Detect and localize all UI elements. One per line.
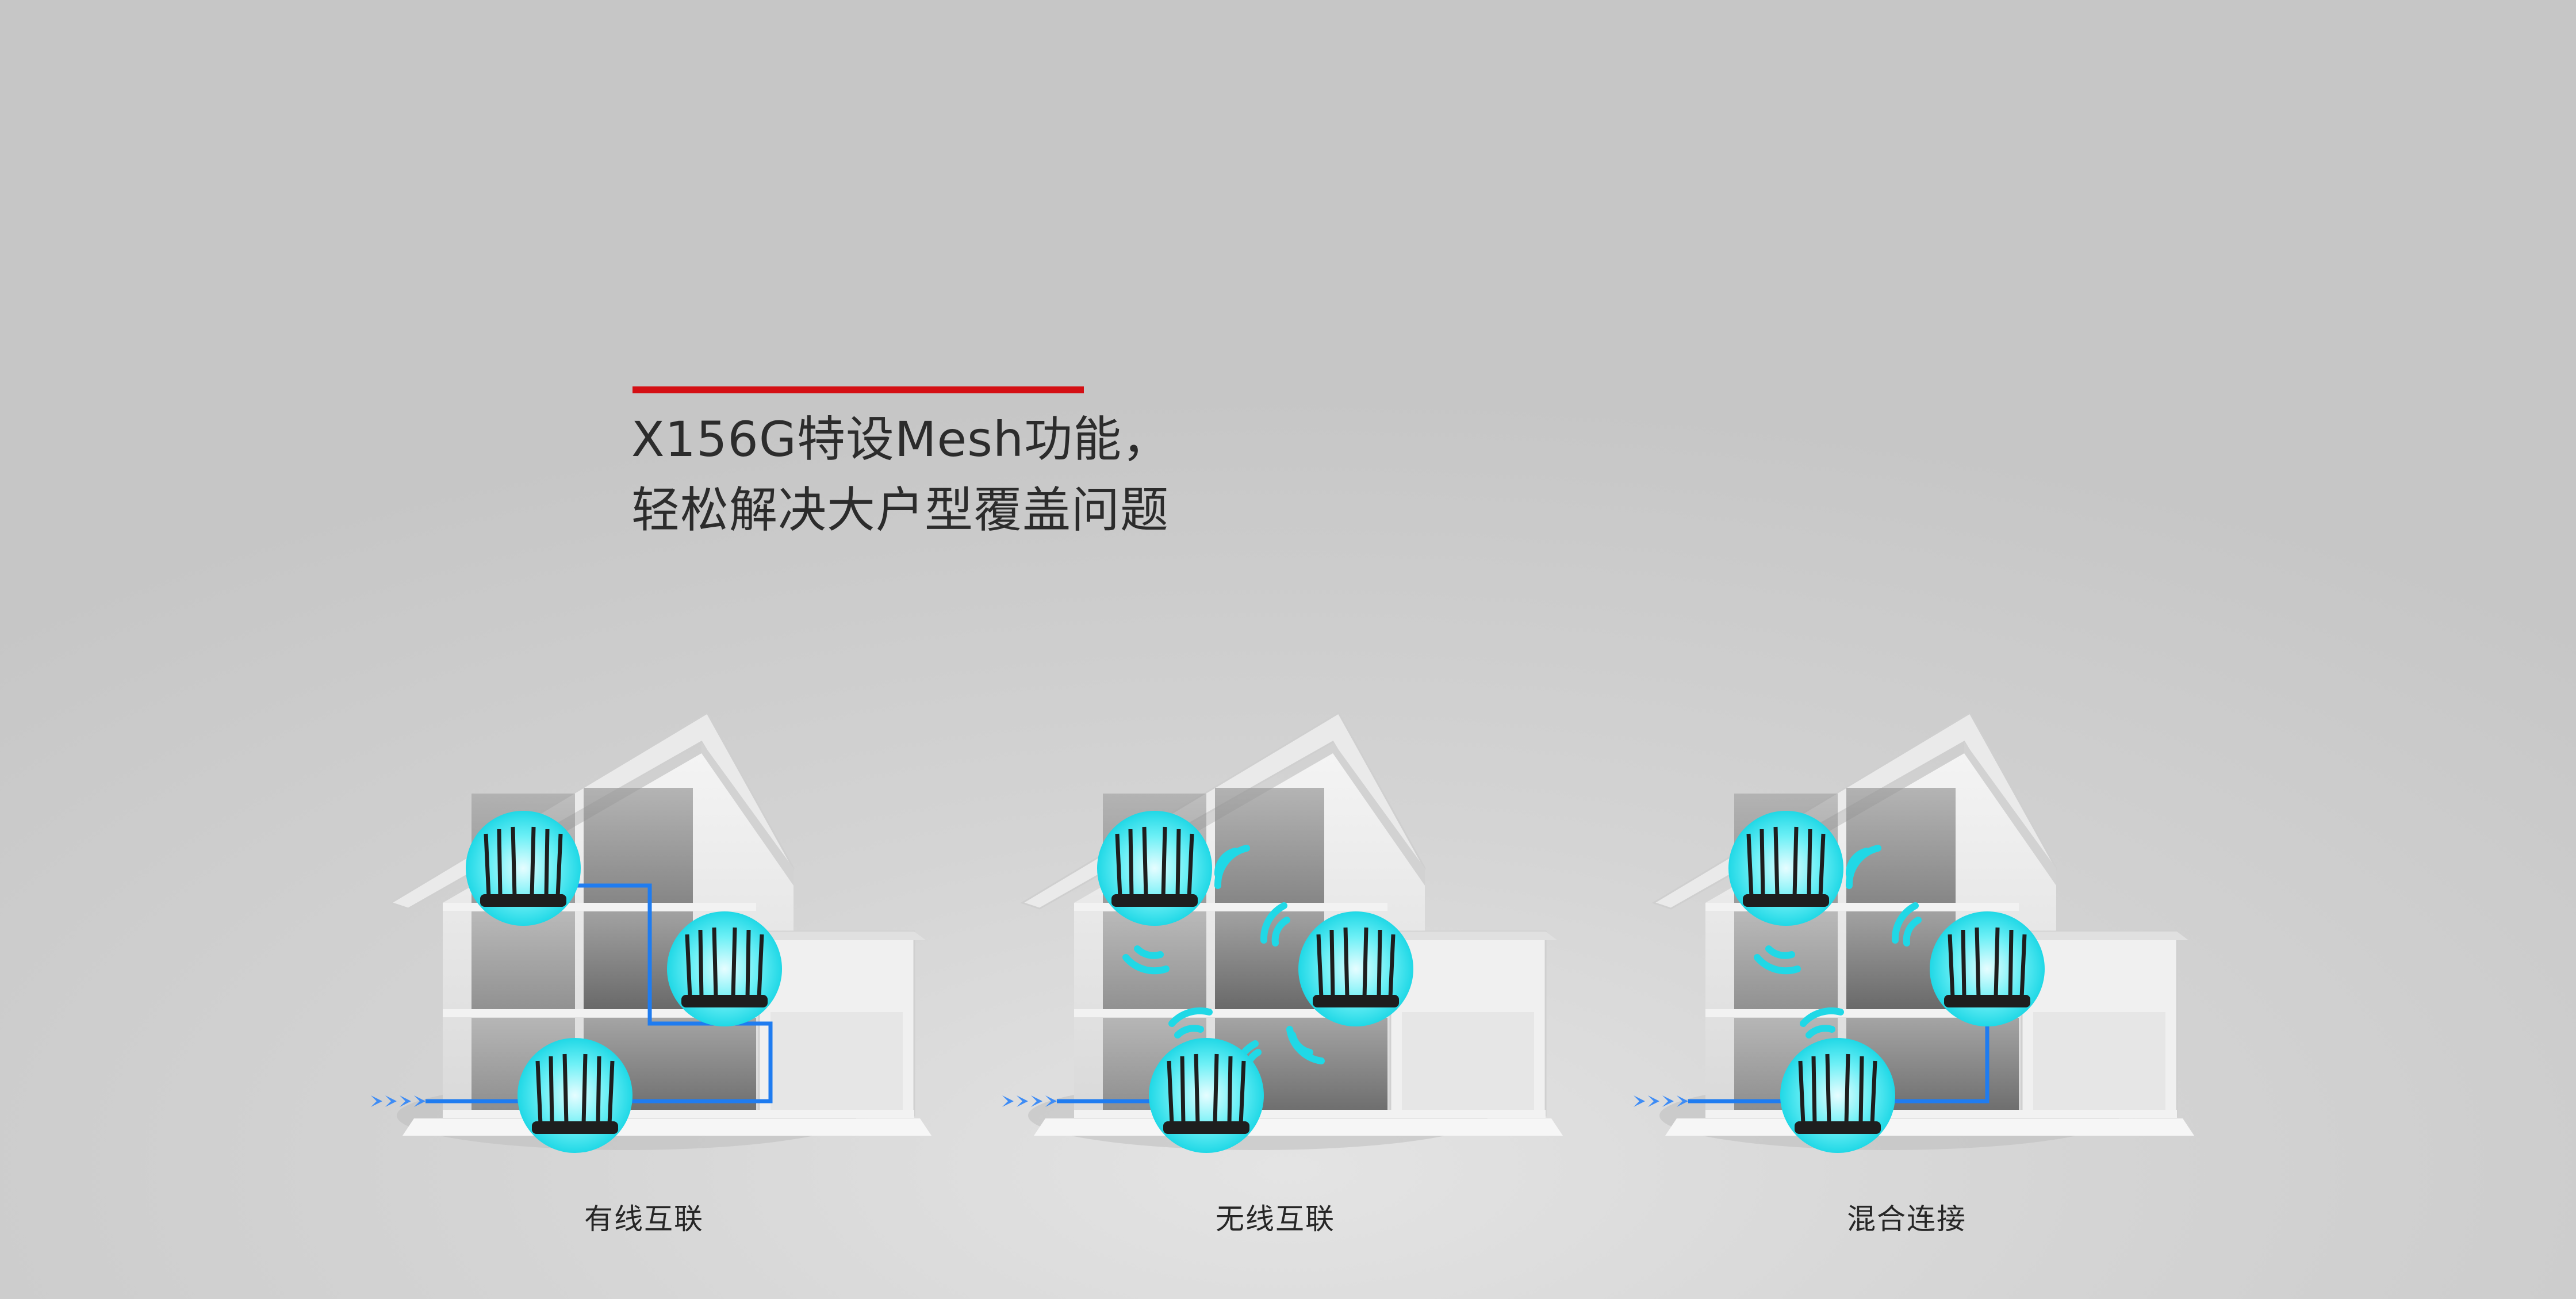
scene-caption: 无线互联 (1216, 1202, 1335, 1236)
house-wireless-mesh-icon (1002, 711, 1563, 1153)
headline-line-1: X156G特设Mesh功能， (631, 411, 1171, 468)
house-hybrid-mesh-icon (1634, 711, 2194, 1153)
house-wired-mesh-icon (371, 711, 931, 1153)
scene-caption: 有线互联 (584, 1202, 704, 1236)
scene-wireless: 无线互联 (988, 679, 1563, 1242)
scene-hybrid: 混合连接 (1619, 679, 2194, 1242)
scene-wired: 有线互联 (356, 679, 931, 1242)
scene-caption: 混合连接 (1847, 1202, 1966, 1236)
title-accent-line (632, 386, 1084, 393)
headline-line-2: 轻松解决大户型覆盖问题 (631, 482, 1170, 538)
